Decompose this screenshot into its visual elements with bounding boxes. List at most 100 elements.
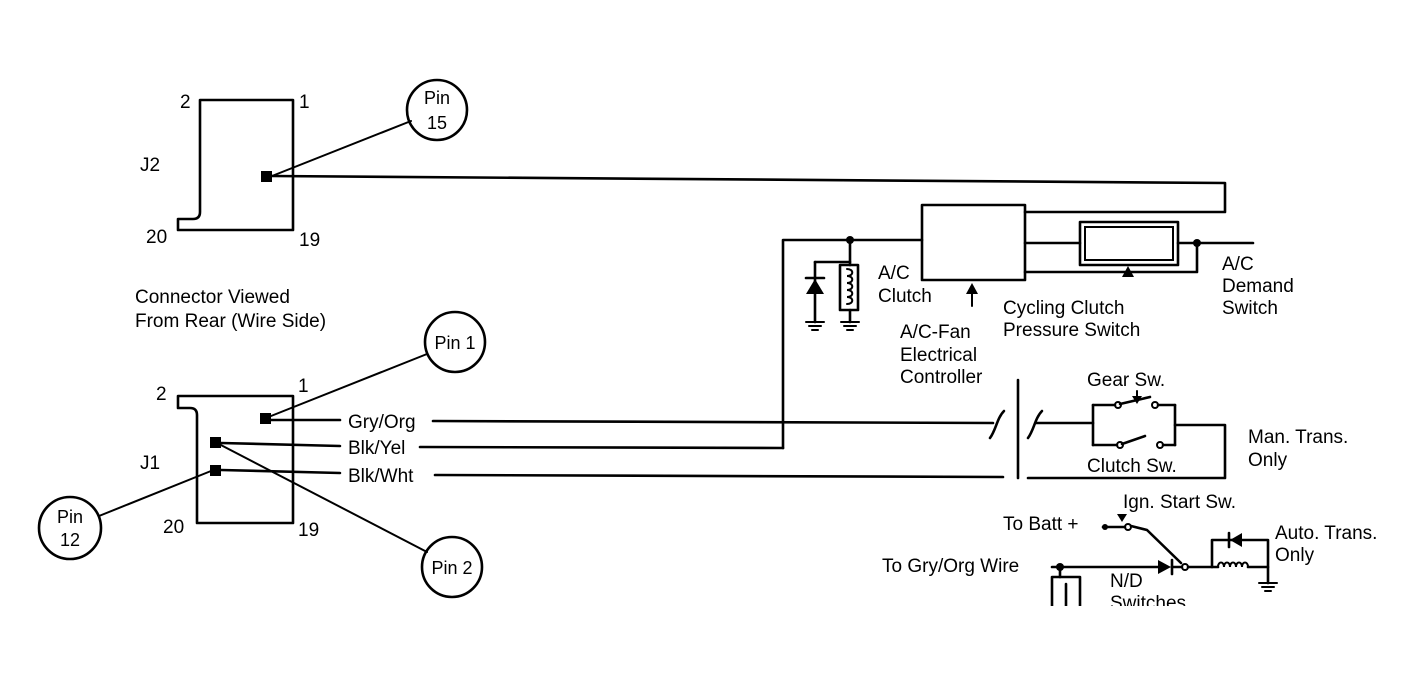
ign-switch-arrow-icon: [1117, 514, 1127, 522]
pin-1-leader: [270, 353, 428, 417]
pressure-switch-pointer-arrow: [1122, 266, 1134, 277]
pin-15-leader: [271, 120, 412, 177]
inline-connector-break-right: [1026, 409, 1044, 440]
clutch-switch-blade: [1120, 434, 1147, 446]
pin-12-text-2: 12: [60, 530, 80, 550]
batt-feed-dot: [1102, 524, 1108, 530]
pin-2-callout: Pin 2: [216, 442, 484, 599]
gear-switch-arrow-icon: [1132, 396, 1142, 404]
pin-1-circle: [423, 310, 487, 374]
man-trans-label-1: Man. Trans.: [1248, 427, 1348, 448]
pin-12-circle: [37, 495, 103, 561]
fan-controller-label-1: A/C-Fan: [900, 322, 971, 343]
ign-switch-label: Ign. Start Sw.: [1123, 492, 1236, 513]
wire-blk-wht-return: [1026, 423, 1227, 480]
ignition-section: Ign. Start Sw. To Batt + To Gry/Org Wire…: [882, 492, 1377, 614]
wire-j2-to-controller: [270, 174, 1227, 214]
wire-blk-wht-lead: [219, 468, 342, 475]
connector-j2-pin-15: [261, 171, 272, 182]
ground-icon: [840, 321, 860, 331]
j1-corner-top-right: 1: [298, 376, 309, 397]
wire-gry-org: Gry/Org: [269, 412, 1095, 433]
ac-clutch-label-2: Clutch: [878, 286, 932, 307]
ground-icon: [805, 321, 825, 331]
connector-j1-outline: [176, 394, 295, 525]
man-trans-label-2: Only: [1248, 450, 1288, 471]
j1-corner-bottom-right: 19: [298, 520, 319, 541]
wire-blk-yel-run: [418, 445, 785, 450]
auto-trans-label-2: Only: [1275, 545, 1315, 566]
wire-blk-yel-label: Blk/Yel: [348, 438, 405, 459]
fan-controller-box: [920, 203, 1027, 282]
demand-switch-label-2: Demand: [1222, 276, 1294, 297]
wire-gry-org-run: [431, 419, 995, 425]
pin-15-text-2: 15: [427, 113, 447, 133]
connector-view-note-1: Connector Viewed: [135, 287, 290, 308]
pin-15-callout: Pin 15: [271, 78, 469, 177]
wire-demand-return: [1023, 241, 1199, 274]
pin-12-text-1: Pin: [57, 507, 83, 527]
pin-15-circle: [405, 78, 469, 142]
ac-clutch-label-1: A/C: [878, 263, 910, 284]
j2-corner-top-right: 1: [299, 92, 310, 113]
nd-switch-box: [1050, 575, 1082, 606]
demand-switch-label-1: A/C: [1222, 254, 1254, 275]
gear-switch-label: Gear Sw.: [1087, 370, 1165, 391]
pin-2-leader: [216, 442, 428, 553]
fan-controller-label-2: Electrical: [900, 345, 977, 366]
pin-12-callout: Pin 12: [37, 470, 212, 561]
fan-controller-label-3: Controller: [900, 367, 983, 388]
auto-trans-diode-icon: [1230, 533, 1242, 547]
connector-j1: 2 1 J1 20 19: [140, 376, 319, 541]
inline-connector: [988, 378, 1044, 480]
connector-j1-pin-2: [210, 437, 221, 448]
auto-trans-bypass: [1210, 538, 1270, 585]
connector-j2-outline: [176, 98, 295, 232]
pin-1-callout: Pin 1: [270, 310, 487, 417]
wire-blk-wht: Blk/Wht: [219, 423, 1227, 487]
wire-controller-to-blk-yel: [781, 238, 924, 450]
wire-gry-org-label: Gry/Org: [348, 412, 416, 433]
gear-clutch-switches: Gear Sw. Clutch Sw.: [1087, 370, 1177, 477]
nd-switches-label-1: N/D: [1110, 571, 1143, 592]
fan-controller-pointer-arrow: [966, 283, 978, 294]
pressure-switch-label-2: Pressure Switch: [1003, 320, 1140, 341]
feed-diode-icon: [1158, 560, 1171, 574]
fan-controller: A/C-Fan Electrical Controller: [900, 203, 1027, 388]
auto-trans-label-1: Auto. Trans.: [1275, 523, 1377, 544]
connector-j1-pin-12: [210, 465, 221, 476]
relay-coil-icon: [1217, 561, 1249, 568]
pin-12-leader: [98, 470, 212, 517]
wire-blk-yel-lead: [219, 441, 342, 448]
j2-corner-bottom-left: 20: [146, 227, 167, 248]
connector-j1-pin-1: [260, 413, 271, 424]
to-batt-label: To Batt +: [1003, 514, 1079, 535]
ign-switch-contact: [1124, 523, 1132, 531]
wire-blk-wht-run: [433, 473, 1005, 479]
pin-2-text: Pin 2: [431, 558, 472, 578]
ac-clutch: A/C Clutch: [804, 236, 932, 331]
j2-corner-bottom-right: 19: [299, 230, 320, 251]
j1-label: J1: [140, 453, 160, 474]
j1-corner-bottom-left: 20: [163, 517, 184, 538]
pressure-switch-label-1: Cycling Clutch: [1003, 298, 1124, 319]
pressure-switch-inner: [1084, 226, 1174, 261]
connector-view-note-2: From Rear (Wire Side): [135, 311, 326, 332]
wire-blk-wht-label: Blk/Wht: [348, 466, 414, 487]
ign-switch-blade: [1129, 524, 1183, 565]
pin-15-text-1: Pin: [424, 88, 450, 108]
nd-switches-label-2: Switches: [1110, 593, 1186, 614]
pin-2-circle: [420, 535, 484, 599]
inline-connector-break-left: [988, 409, 1006, 440]
ac-clutch-coil-icon: [846, 268, 854, 305]
j2-label: J2: [140, 155, 160, 176]
demand-switch-label-3: Switch: [1222, 298, 1278, 319]
j1-corner-top-left: 2: [156, 384, 167, 405]
ground-icon: [1258, 582, 1278, 592]
pressure-switch-box: [1078, 220, 1180, 267]
j2-corner-top-left: 2: [180, 92, 191, 113]
ac-clutch-diode-icon: [806, 279, 824, 294]
pin-1-text: Pin 1: [434, 333, 475, 353]
pressure-switch: Cycling Clutch Pressure Switch: [1003, 220, 1255, 341]
